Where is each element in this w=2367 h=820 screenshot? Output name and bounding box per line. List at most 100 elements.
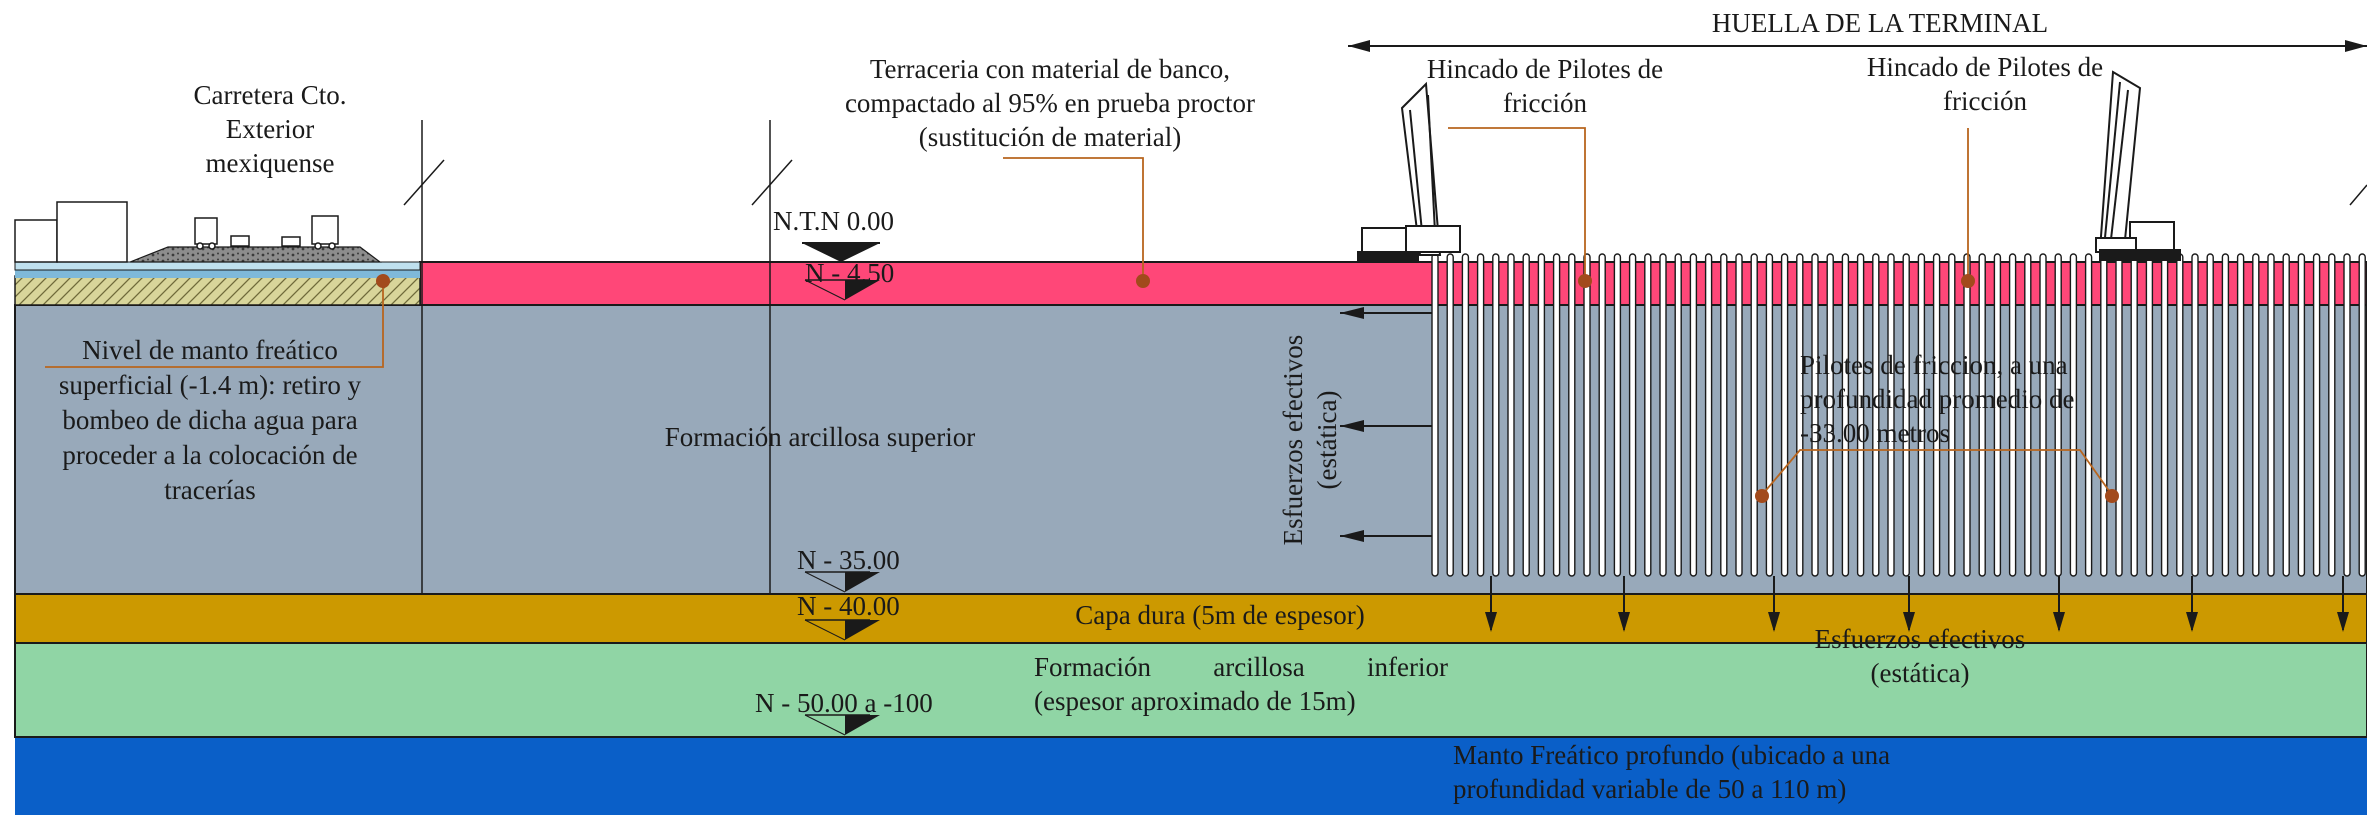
pile: [1446, 253, 1454, 577]
level-marker-ntn: [802, 242, 880, 262]
pile: [1613, 253, 1622, 577]
pile: [1917, 253, 1926, 577]
deep-water-label-line: Manto Freático profundo (ubicado a una: [1453, 740, 1891, 770]
water-table-note-line: bombeo de dicha agua para: [62, 405, 358, 435]
effective-stress-side-line: (estática): [1312, 390, 1342, 490]
leader-dot-icon: [376, 274, 2119, 503]
arrowhead-left-icon: [1340, 307, 1364, 542]
roadside-buildings: [14, 201, 128, 263]
pile: [1856, 253, 1865, 577]
water-table-note: Nivel de manto freático superficial (-1.…: [30, 333, 390, 508]
level-marker-35: [804, 571, 880, 593]
pile: [2084, 253, 2093, 577]
pile: [1887, 253, 1895, 577]
pile: [2343, 253, 2351, 577]
ntn-level-label: N.T.N 0.00: [773, 206, 894, 236]
piles-label-line: Pilotes de friccion, a una: [1800, 350, 2068, 380]
lower-clay-label-line: (espesor aproximado de 15m): [1034, 686, 1356, 716]
pile: [1902, 253, 1910, 577]
pile: [1598, 253, 1606, 577]
pile: [2312, 253, 2321, 577]
level-marker-50: [804, 714, 880, 736]
pile: [1507, 253, 1515, 577]
pile: [1659, 253, 1667, 577]
pile: [1978, 253, 1986, 577]
pile: [2176, 253, 2184, 577]
pile: [2160, 253, 2169, 577]
arrowhead-down-icon: [2053, 612, 2065, 632]
pile: [1644, 253, 1652, 577]
piles-label-line: profundidad promedio de: [1800, 384, 2075, 414]
deep-water-layer: [15, 737, 2367, 815]
pile: [1628, 253, 1637, 577]
lower-clay-word: Formación: [1034, 652, 1151, 682]
pile: [2100, 253, 2108, 577]
pile: [2221, 253, 2230, 577]
road-vehicles-icon: [194, 215, 339, 250]
pile: [2039, 253, 2047, 577]
pile: [1765, 253, 1774, 577]
break-mark-b: [751, 159, 793, 206]
pile: [1461, 253, 1470, 577]
level-marker-4-50: [804, 279, 880, 301]
pile: [2069, 253, 2078, 577]
pile: [2024, 253, 2032, 577]
pile-driving-label-right: Hincado de Pilotes de fricción: [1820, 50, 2150, 118]
pile: [1552, 253, 1561, 577]
hard-layer-label: Capa dura (5m de espesor): [1075, 600, 1365, 630]
fill-label-line: (sustitución de material): [918, 122, 1182, 152]
road-label-line: Carretera Cto.: [193, 80, 347, 110]
pile: [2252, 253, 2260, 577]
road-water-band: [15, 270, 420, 278]
pile: [1674, 253, 1682, 577]
pile-driver-left-icon: [1357, 81, 1461, 263]
water-table-note-line: tracerías: [164, 475, 256, 505]
pile-driving-label-line: fricción: [1943, 86, 2027, 116]
footprint-label: HUELLA DE LA TERMINAL: [1711, 8, 2049, 38]
arrowhead-down-icon: [2186, 612, 2198, 632]
footprint-arrow-right-icon: [2345, 40, 2367, 52]
pile-driving-label-line: Hincado de Pilotes de: [1866, 52, 2104, 82]
leader-lines: [45, 127, 2113, 496]
effective-stress-bottom-line: Esfuerzos efectivos: [1814, 624, 2026, 654]
pile: [2206, 253, 2214, 577]
piles-label-line: -33.00 metros: [1800, 418, 1950, 448]
pile: [1993, 253, 2002, 577]
water-table-note-line: proceder a la colocación de: [62, 440, 358, 470]
water-table-note-line: superficial (-1.4 m): retiro y: [58, 370, 362, 400]
pile-driving-label-line: fricción: [1503, 88, 1587, 118]
lower-clay-label-row: Formación arcillosa inferior: [1034, 650, 1448, 684]
pile: [2282, 253, 2290, 577]
pile: [1963, 253, 1971, 577]
arrowhead-down-icon: [2337, 612, 2349, 632]
pile: [2115, 253, 2123, 577]
footprint-arrow-left-icon: [1348, 40, 1370, 52]
pile: [1948, 253, 1956, 577]
pile: [1720, 253, 1728, 577]
pile: [2236, 253, 2245, 577]
break-mark-c: [2349, 184, 2367, 206]
pile: [1476, 253, 1485, 577]
effective-stress-side-line: Esfuerzos efectivos: [1278, 334, 1308, 546]
level-marker-40: [804, 619, 880, 641]
pile: [1492, 253, 1500, 577]
pile: [2130, 253, 2138, 577]
pile: [1735, 253, 1743, 577]
pile-driving-label-left: Hincado de Pilotes de fricción: [1380, 52, 1710, 120]
pile: [2145, 253, 2154, 577]
pile: [1583, 253, 1591, 577]
pile: [2358, 253, 2366, 577]
friction-piles: [1431, 253, 2366, 577]
lower-clay-label: Formación arcillosa inferior (espesor ap…: [1034, 650, 1448, 718]
lower-clay-layer: [14, 642, 2367, 738]
pile-driving-label-line: Hincado de Pilotes de: [1426, 54, 1664, 84]
pile: [2191, 253, 2199, 577]
road-base: [14, 275, 421, 306]
arrowhead-down-icon: [1485, 612, 1497, 632]
pile: [1841, 253, 1850, 577]
vertical-stress-arrows: [1485, 576, 2349, 632]
road-embankment: [129, 246, 382, 263]
deep-water-label-line: profundidad variable de 50 a 110 m): [1453, 774, 1847, 804]
fill-label-line: Terraceria con material de banco,: [869, 54, 1231, 84]
